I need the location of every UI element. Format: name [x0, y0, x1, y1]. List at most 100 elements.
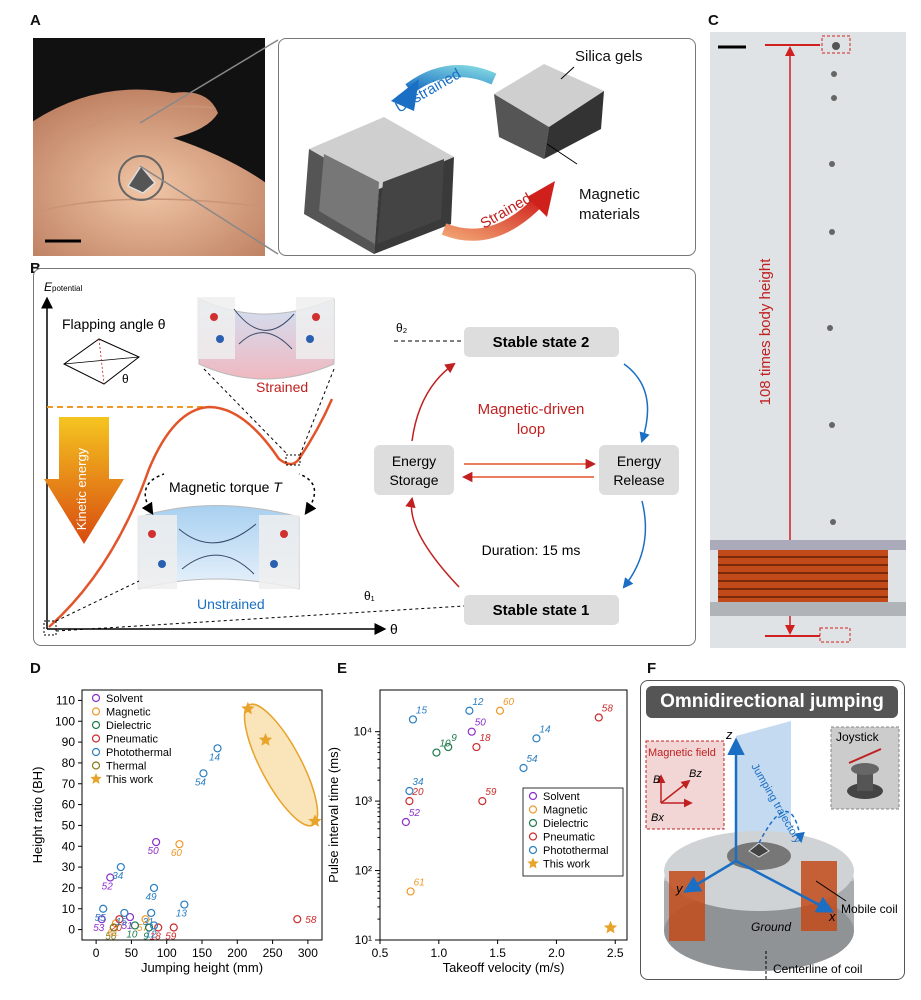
legend-entry-d: This work — [106, 774, 154, 786]
energy-storage-box — [374, 445, 454, 495]
y-tick-label-d: 90 — [62, 735, 76, 749]
bistable-unit-illustration: Unstrained Strained Silica gels Magnetic… — [304, 48, 643, 254]
y-tick-label-e: 10² — [355, 864, 372, 878]
jump-photo: 108 times body height — [710, 32, 906, 648]
data-point-d — [149, 921, 159, 930]
y-tick-label-e: 10¹ — [355, 933, 372, 947]
legend-entry-d: Pneumatic — [106, 734, 158, 746]
point-label-e: 52 — [409, 808, 421, 819]
y-tick-label-d: 10 — [62, 902, 76, 916]
data-point-e — [405, 786, 414, 796]
data-point-d — [213, 744, 222, 753]
y-tick-label-d: 0 — [68, 923, 75, 937]
point-label-d: 12 — [145, 929, 157, 940]
jump-sequence-illustration: 108 times body height — [710, 32, 906, 648]
flapping-angle-label: Flapping angle θ — [62, 316, 166, 332]
bx-label: Bx — [651, 812, 664, 824]
point-label-d: 20 — [110, 923, 123, 934]
y-tick-label-d: 110 — [56, 693, 75, 707]
omnidirectional-box: Omnidirectional jumping Magnetic field J… — [640, 680, 905, 980]
energy-landscape-diagram: Epotential θ Kinetic energy Flapping ang… — [41, 280, 679, 637]
point-label-e: 61 — [414, 877, 425, 888]
panel-label-d: D — [30, 660, 41, 677]
legend-marker-d — [91, 734, 101, 743]
x-tick-label-e: 2.5 — [607, 946, 624, 960]
data-point-d — [109, 923, 118, 932]
stable-state-2-label: Stable state 2 — [493, 334, 590, 351]
data-point-e — [594, 713, 603, 722]
strained-label-b: Strained — [256, 379, 308, 395]
energy-landscape-box: Epotential θ Kinetic energy Flapping ang… — [33, 268, 696, 646]
energy-storage-l2: Storage — [389, 472, 438, 488]
y-tick-label-d: 80 — [62, 756, 76, 770]
data-point-d — [97, 915, 106, 924]
data-point-e — [408, 715, 418, 724]
ground-label: Ground — [751, 920, 791, 934]
data-point-e — [432, 748, 441, 757]
magnetic-field-label: Magnetic field — [648, 747, 716, 759]
y-tick-label-d: 100 — [55, 714, 75, 728]
point-label-e: 58 — [602, 703, 614, 714]
magnetic-materials-label-2: materials — [579, 206, 640, 223]
joystick-label: Joystick — [836, 730, 880, 744]
legend-box-e — [522, 787, 624, 877]
legend-entry-e: Dielectric — [543, 818, 589, 830]
energy-storage-l1: Energy — [392, 453, 436, 469]
point-label-d: 57 — [137, 923, 149, 934]
legend-entry-e: Pneumatic — [543, 832, 595, 844]
legend-marker-d — [91, 761, 101, 770]
point-label-e: 59 — [485, 787, 497, 798]
theta1-label: θ₁ — [364, 589, 375, 603]
magnetic-materials-label-1: Magnetic — [579, 186, 640, 203]
x-tick-label-d: 100 — [157, 946, 177, 960]
hand-photo — [33, 38, 265, 256]
x-tick-label-d: 50 — [125, 946, 139, 960]
this-work-ellipse — [243, 703, 319, 827]
data-point-d — [115, 915, 124, 924]
data-point-e — [478, 797, 487, 806]
point-label-d: 60 — [171, 848, 183, 859]
x-tick-label-e: 1.0 — [430, 946, 447, 960]
point-label-d: 53 — [93, 923, 105, 934]
point-label-d: 54 — [195, 777, 207, 788]
data-point-d — [180, 900, 189, 909]
b-label: B — [653, 774, 660, 786]
legend-entry-e: Magnetic — [543, 805, 588, 817]
point-label-d: 52 — [102, 882, 114, 893]
y-tick-label-d: 70 — [62, 777, 76, 791]
stable-state-1-label: Stable state 1 — [493, 602, 590, 619]
legend-marker-e — [527, 857, 539, 869]
loop-label-1: Magnetic-driven — [478, 401, 585, 418]
data-point-d — [116, 862, 125, 872]
legend-entry-e: Photothermal — [543, 845, 608, 857]
legend-marker-e — [528, 818, 538, 828]
x-tick-label-e: 1.5 — [489, 946, 506, 960]
data-point-e — [401, 817, 410, 827]
x-tick-label-e: 2.0 — [548, 946, 565, 960]
data-point-d — [152, 837, 161, 847]
legend-entry-d: Photothermal — [106, 747, 171, 759]
y-tick-label-e: 10⁴ — [353, 725, 372, 739]
legend-entry-d: Thermal — [106, 761, 146, 773]
duration-label: Duration: 15 ms — [482, 542, 581, 558]
data-point-d — [169, 923, 178, 932]
z-axis-label: z — [725, 727, 733, 742]
energy-release-l2: Release — [613, 472, 665, 488]
y-tick-label-e: 10³ — [355, 794, 372, 808]
legend-marker-d — [91, 693, 101, 703]
legend-marker-e — [528, 791, 538, 801]
point-label-e: 34 — [412, 777, 424, 788]
plot-frame-e — [379, 689, 628, 941]
data-point-d — [154, 923, 163, 932]
point-label-d: 31 — [143, 917, 154, 928]
omni-title: Omnidirectional jumping — [660, 691, 884, 712]
point-label-e: 50 — [475, 718, 487, 729]
y-tick-label-d: 50 — [62, 818, 76, 832]
x-axis-label: x — [828, 909, 836, 924]
data-point-d — [141, 915, 150, 924]
point-label-d: 56 — [105, 932, 117, 943]
point-label-d: 34 — [112, 871, 124, 882]
data-point-e — [495, 706, 505, 715]
data-point-e — [472, 742, 481, 752]
theta-axis-label: θ — [390, 621, 398, 637]
